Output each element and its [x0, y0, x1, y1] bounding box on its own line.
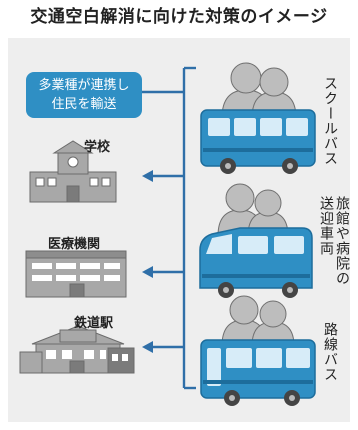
shuttle-van-icon	[199, 227, 313, 298]
school-label: 学校	[84, 140, 111, 155]
school-building-icon	[29, 140, 117, 203]
hospital-building-icon	[25, 250, 127, 298]
callout-bubble: 多業種が連携し 住民を輸送	[26, 72, 142, 118]
arrow-station-head	[142, 341, 153, 353]
connector-lines	[142, 66, 196, 390]
callout-line-1: 多業種が連携し	[38, 78, 130, 93]
arrow-school-head	[142, 170, 153, 182]
station-label: 鉄道駅	[74, 316, 114, 331]
hospital-label: 医療機関	[48, 237, 101, 252]
callout-line-2: 住民を輸送	[51, 97, 117, 112]
shuttle-label: 旅館や病院の送迎車両	[318, 196, 350, 286]
school-bus-label: スクールバス	[322, 76, 338, 166]
arrow-hospital-head	[142, 266, 153, 278]
school-bus-icon	[200, 109, 316, 174]
diagram-title: 交通空白解消に向けた対策のイメージ	[30, 7, 328, 27]
route-bus-label: 路線バス	[322, 322, 338, 382]
station-building-icon	[19, 325, 135, 374]
route-bus-icon	[200, 339, 316, 406]
people-group-3-icon	[221, 295, 295, 347]
